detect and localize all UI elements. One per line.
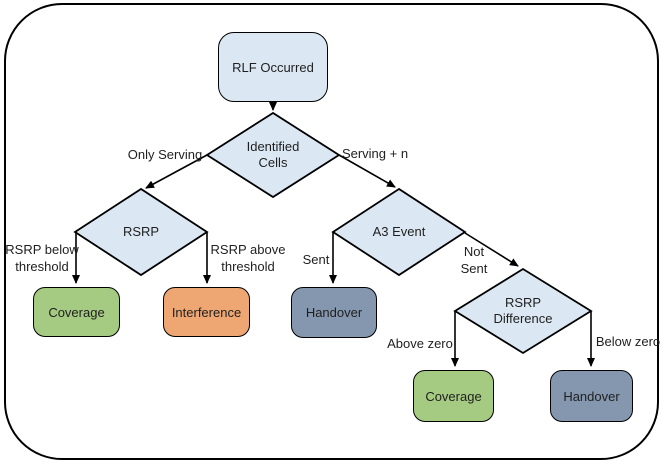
diagram-border [4,3,659,460]
node-handover-right-label: Handover [563,388,620,404]
node-handover-mid-label: Handover [305,305,363,320]
decision-identified-cells-shape [205,111,341,199]
decision-a3-event-shape [331,187,467,277]
node-handover-mid: Handover [291,287,377,338]
node-interference-label: Interference [171,304,242,320]
edge-a3-to-rsrp-difference [464,232,519,267]
node-rlf-occurred: RLF Occurred [218,32,328,102]
node-handover-right: Handover [550,370,633,422]
node-coverage-right-label: Coverage [425,388,482,404]
decision-rsrp-difference-shape [453,267,593,355]
node-coverage-left: Coverage [33,287,120,337]
node-rlf-occurred-label: RLF Occurred [232,59,314,75]
node-interference: Interference [163,287,250,337]
edge-identified-to-a3 [338,154,396,188]
node-coverage-right: Coverage [413,370,494,422]
decision-rsrp-shape [73,187,209,277]
edge-identified-to-rsrp [145,154,208,189]
node-coverage-left-label: Coverage [48,304,105,320]
